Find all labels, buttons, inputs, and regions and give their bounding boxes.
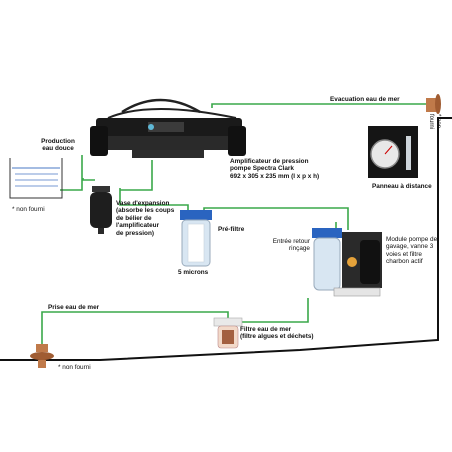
thru-hull-fitting-icon	[426, 94, 441, 114]
production-label: Production eau douce	[32, 138, 84, 153]
vessel-to-amplifier-line	[83, 178, 95, 180]
not-supplied-bottom-label: * non fourni	[58, 364, 91, 371]
seawater-filter-label: Filtre eau de mer (filtre algues et déch…	[240, 326, 314, 341]
prefilter-label: Pré-filtre	[218, 226, 244, 233]
brine-line	[212, 104, 430, 108]
rinse-return-label: Entrée retour rinçage	[266, 238, 310, 253]
microns-label: 5 microns	[178, 269, 208, 276]
strainer-to-module-line	[240, 298, 308, 322]
intake-line	[42, 312, 228, 345]
thru-hull-fitting-icon	[30, 344, 54, 368]
not-supplied-left-label: * non fourni	[12, 206, 45, 213]
prefilter-cartridge-icon	[180, 210, 212, 266]
seawater-intake-label: Prise eau de mer	[48, 304, 99, 311]
amplifier-title-label: Amplificateur de pression pompe Spectra …	[230, 158, 308, 173]
expansion-vessel-label: Vase d'expansion (absorbe les coups de b…	[116, 200, 174, 237]
seawater-strainer-icon	[214, 318, 242, 348]
feed-pump-module-icon	[312, 228, 382, 296]
expansion-vessel-icon	[90, 186, 112, 234]
water-tank-icon	[10, 158, 62, 198]
pressure-amplifier-pump-icon	[90, 100, 246, 158]
amplifier-feed-line	[120, 160, 152, 190]
amplifier-dims-label: 692 x 305 x 235 mm (l x p x h)	[230, 173, 319, 180]
remote-panel-label: Panneau à distance	[372, 183, 432, 190]
remote-panel-gauge-icon	[368, 126, 418, 178]
evacuation-label: Evacuation eau de mer	[330, 96, 400, 103]
pump-module-label: Module pompe de gavage, vanne 3 voies et…	[386, 236, 437, 266]
not-supplied-right-label: * non fourni	[426, 114, 441, 129]
product-line	[60, 155, 82, 190]
